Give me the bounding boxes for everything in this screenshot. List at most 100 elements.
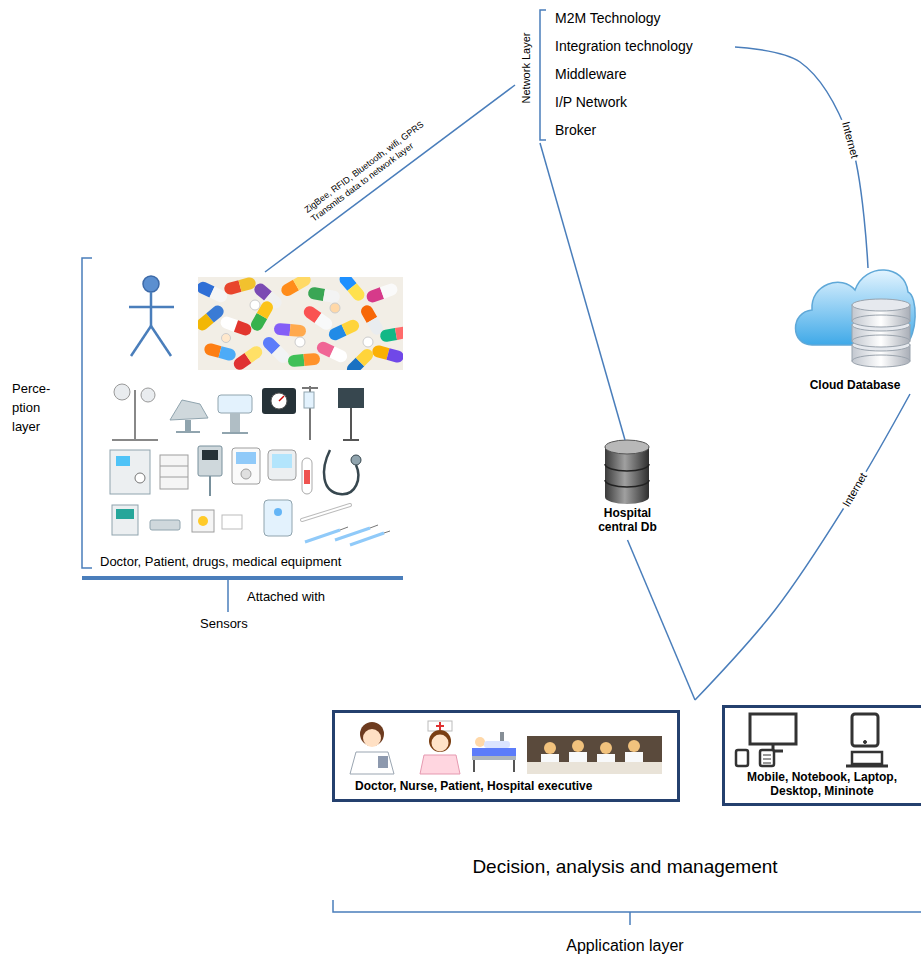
medical-equipment	[304, 470, 310, 484]
layer-bracket	[82, 10, 921, 925]
database-icon	[605, 480, 649, 487]
people-illustration	[436, 725, 444, 727]
person-icon	[151, 326, 171, 356]
people-illustration	[350, 721, 662, 774]
medical-equipment	[218, 395, 252, 413]
cloud-database: Cloud Database	[795, 268, 921, 394]
device-icons	[763, 759, 771, 760]
device-box: Mobile, Notebook, Laptop, Desktop, Minin…	[722, 705, 921, 806]
people-illustration	[378, 756, 388, 768]
people-illustration	[432, 735, 449, 752]
person-icon	[143, 276, 159, 292]
pills-photo	[344, 346, 375, 370]
connector	[695, 394, 910, 700]
people-illustration	[475, 737, 485, 747]
pills-photo	[260, 334, 291, 365]
pills-photo	[274, 323, 307, 338]
people-illustration	[350, 752, 394, 774]
medical-equipment	[302, 505, 350, 520]
cloud-icon	[852, 335, 910, 347]
people-illustration	[473, 760, 475, 772]
people-illustration	[527, 736, 662, 774]
medical-equipment	[384, 531, 390, 533]
medical-equipment	[262, 388, 296, 414]
device-icons	[864, 741, 867, 744]
pills-photo	[198, 277, 403, 370]
cloud-icon	[852, 299, 910, 311]
people-illustration	[527, 762, 662, 774]
layer-bracket	[629, 912, 631, 925]
medical-equipment	[370, 525, 378, 528]
medical-equipment	[350, 533, 384, 545]
people-illustration	[472, 748, 516, 756]
edge-label: Internet	[838, 468, 871, 512]
medical-equipment	[192, 510, 214, 532]
pills-photo	[279, 277, 313, 298]
cloud-icon	[852, 355, 910, 367]
layer-bracket	[333, 900, 921, 912]
medical-equipment	[222, 515, 242, 529]
medical-equipment	[116, 456, 130, 466]
pills-photo	[293, 277, 313, 290]
medical-equipment	[170, 400, 208, 420]
person-icon	[129, 292, 174, 356]
pills-photo	[198, 303, 226, 333]
medical-equipment	[350, 408, 352, 440]
sensor-bar	[227, 580, 229, 612]
pills-photo	[223, 277, 257, 296]
medical-equipment	[230, 413, 240, 433]
medical-equipment	[343, 439, 359, 441]
layer-item: I/P Network	[555, 94, 627, 111]
pills-photo	[359, 303, 385, 337]
annotation-label: Attached with	[247, 589, 325, 605]
pills-photo	[323, 289, 341, 304]
pills-photo	[337, 277, 367, 303]
database-label: Cloud Database	[795, 378, 915, 392]
pills-photo	[295, 337, 305, 347]
layer-title: Perce- ption layer	[12, 380, 64, 437]
medical-equipment	[305, 530, 340, 542]
user-box: Doctor, Nurse, Patient, Hospital executi…	[332, 710, 680, 802]
people-illustration	[484, 741, 510, 748]
medical-equipment	[271, 393, 287, 409]
medical-equipment	[268, 450, 296, 480]
pills-photo	[315, 313, 335, 332]
people-illustration	[363, 729, 381, 747]
pills-photo	[203, 342, 237, 362]
database-icon	[605, 490, 649, 504]
people-illustration	[600, 742, 612, 754]
database-icon	[605, 440, 649, 454]
pills-photo	[303, 353, 320, 366]
pills-photo	[250, 300, 260, 310]
box-label: Doctor, Nurse, Patient, Hospital executi…	[355, 779, 592, 793]
layer-item: M2M Technology	[555, 10, 661, 27]
medical-equipment	[112, 505, 138, 535]
medical-equipment	[112, 439, 158, 441]
medical-equipment	[264, 500, 292, 536]
database-icon	[605, 464, 649, 471]
medical-equipment	[236, 452, 256, 464]
person-icon	[150, 292, 153, 326]
pills-photo	[341, 318, 361, 336]
medical-equipment	[272, 454, 292, 468]
pills-photo	[371, 344, 390, 360]
medical-equipment	[241, 469, 251, 479]
pills-photo	[380, 282, 399, 299]
pills-photo	[222, 334, 231, 343]
pills-photo	[203, 342, 222, 358]
pills-photo	[307, 286, 325, 301]
medical-equipment	[279, 396, 284, 401]
layer-title: Application layer	[330, 936, 920, 955]
people-illustration	[472, 756, 516, 760]
medical-equipment	[114, 384, 130, 400]
pills-photo	[363, 337, 373, 347]
people-illustration	[544, 742, 556, 754]
pills-photo	[249, 299, 275, 333]
medical-equipment	[135, 473, 145, 483]
layer-item: Middleware	[555, 66, 627, 83]
device-icons	[760, 750, 774, 766]
pills-photo	[238, 277, 257, 292]
medical-equipment	[141, 388, 155, 402]
